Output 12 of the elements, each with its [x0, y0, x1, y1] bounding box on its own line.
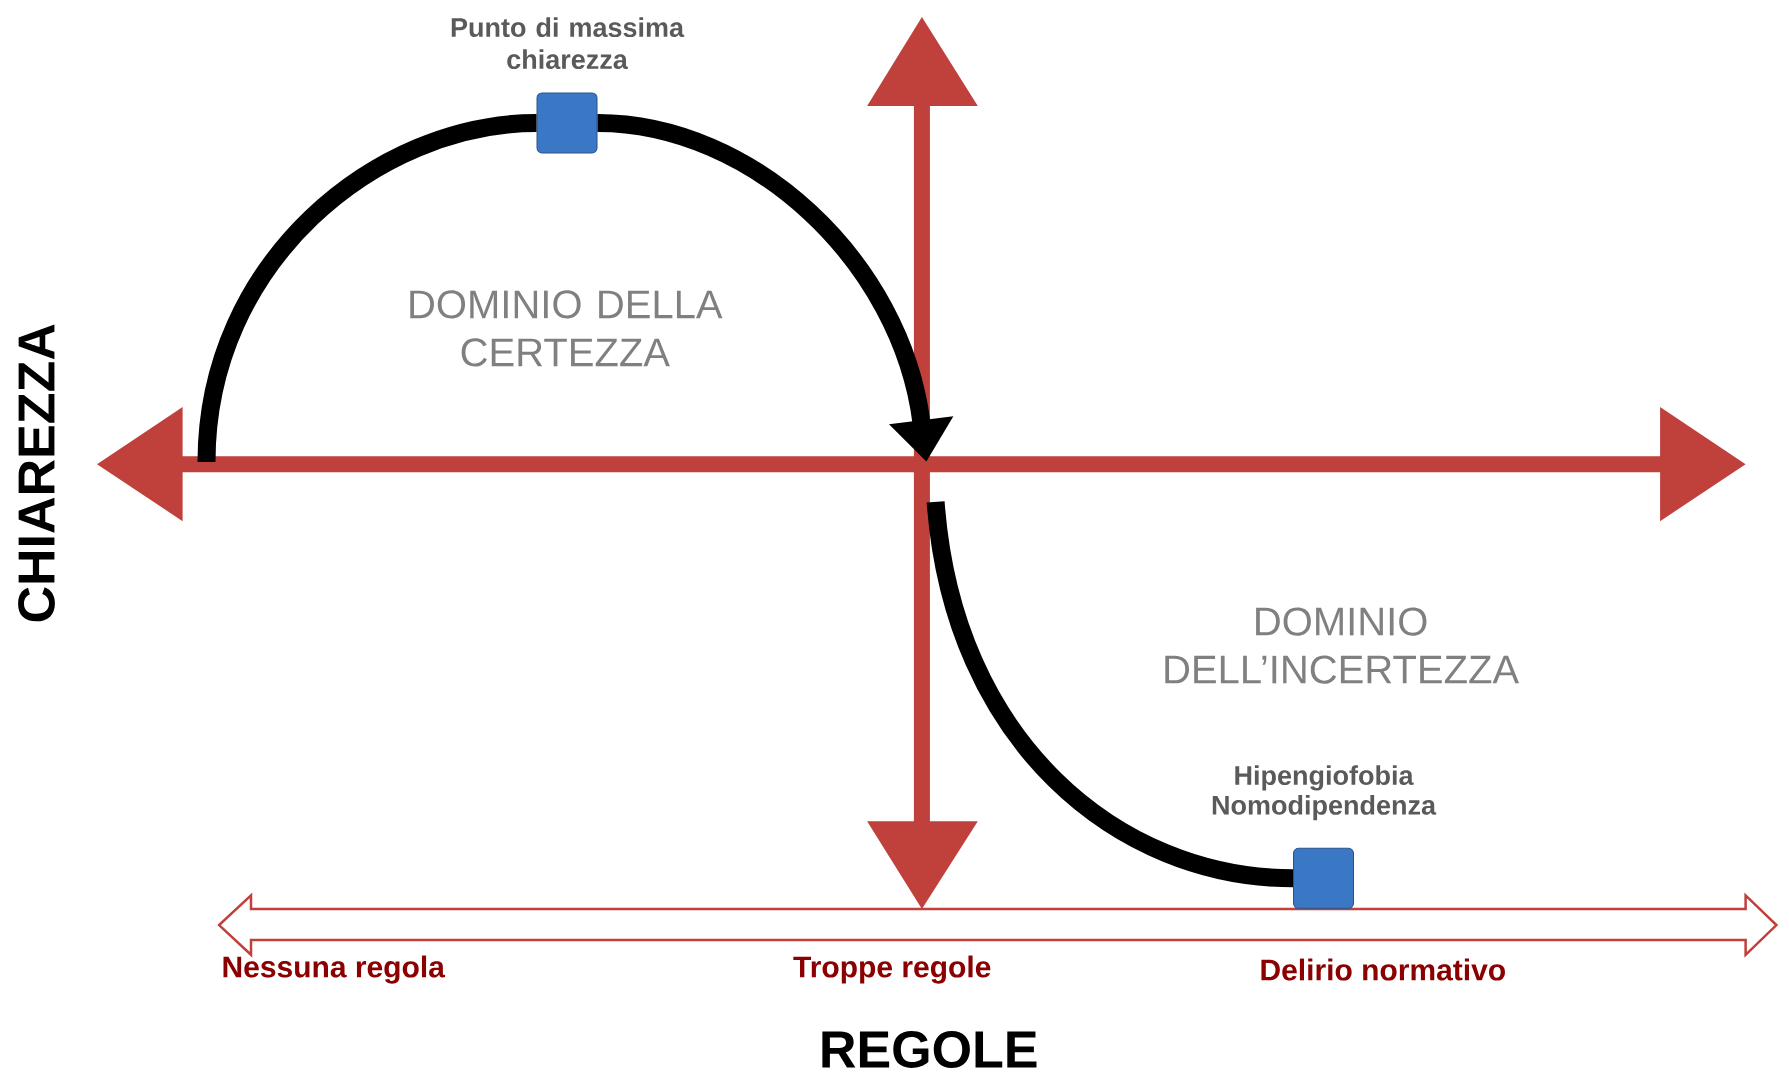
node-caption: Nomodipendenza: [1212, 795, 1437, 821]
marker-square: [536, 92, 598, 154]
node-caption: Punto di massima chiarezza: [451, 17, 685, 70]
axis-label: REGOLE: [822, 1031, 1037, 1068]
axis-label: Nessuna regola: [223, 955, 446, 984]
axis-label: CHIAREZZA: [18, 324, 55, 622]
axis-label: DOMINIO DELL’INCERTEZZA: [1165, 607, 1520, 684]
axis-label: Delirio normativo: [1261, 958, 1505, 981]
marker-square: [1293, 847, 1354, 909]
axis-label: Troppe regole: [793, 955, 991, 984]
node-caption: Hipengiofobia: [1235, 765, 1414, 791]
axis-label: DOMINIO DELLA CERTEZZA: [410, 290, 723, 367]
